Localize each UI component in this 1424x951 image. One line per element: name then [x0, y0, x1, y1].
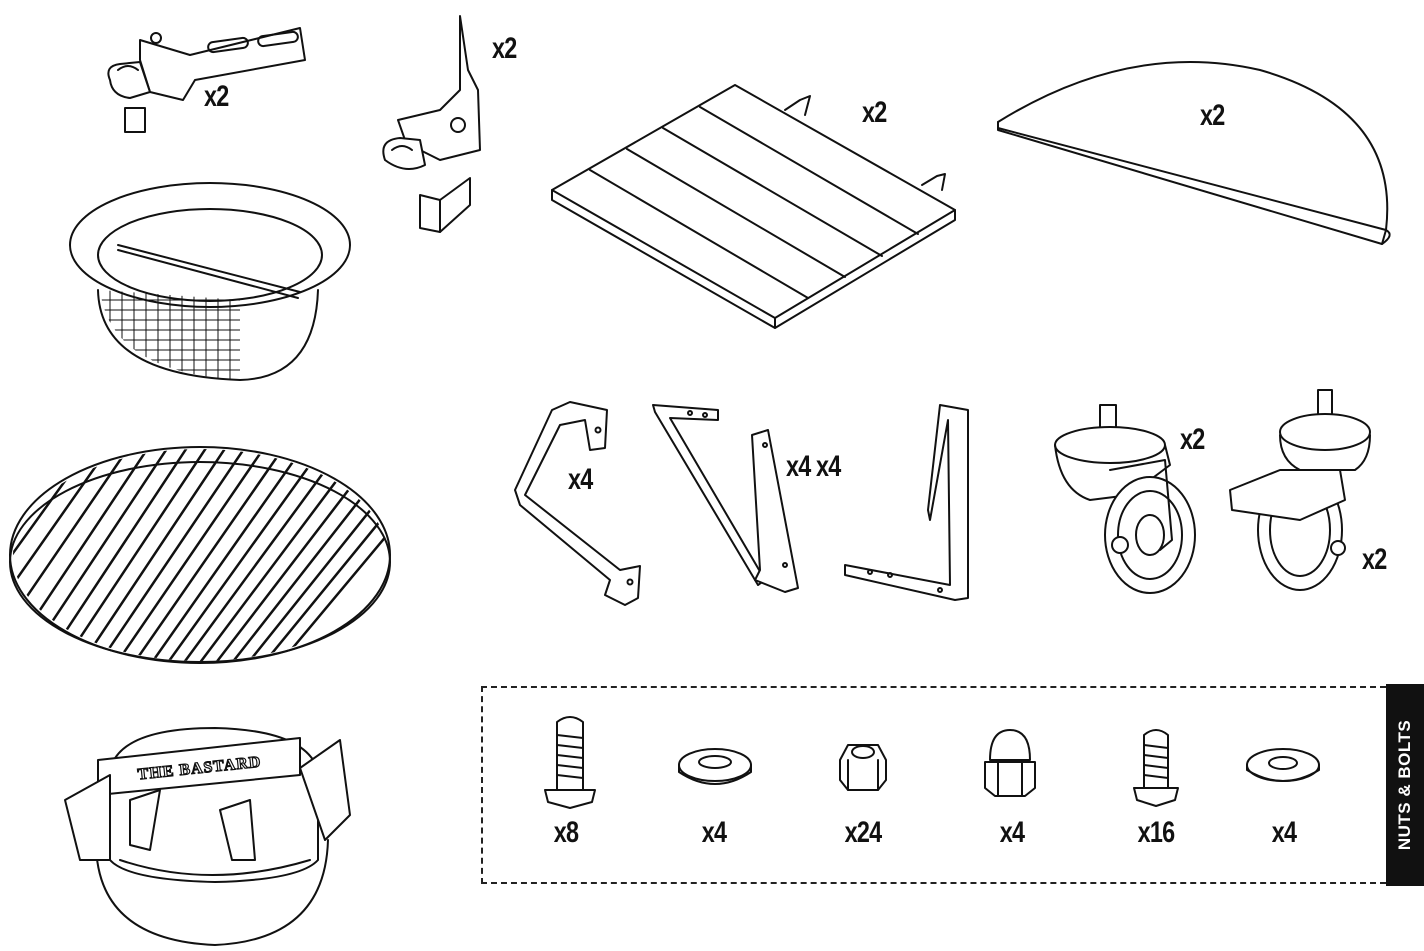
bastard-emblem-icon	[65, 728, 350, 945]
slat-table-qty: x2	[862, 96, 887, 129]
caster-icon	[1055, 405, 1195, 593]
hex-nut-icon	[840, 745, 886, 790]
hardware-qty-long-bolt: x8	[553, 816, 579, 849]
fire-basket-icon	[70, 183, 350, 380]
leg-strut-b-icon	[752, 430, 798, 592]
slat-table-icon	[552, 85, 955, 328]
l-bracket-icon	[845, 405, 968, 600]
caster-brake-icon	[1230, 390, 1370, 590]
cap-nut-icon	[985, 730, 1035, 796]
leg-brace-qty: x4	[568, 463, 593, 496]
split-washer-icon	[679, 749, 751, 784]
leg-strut-a-icon	[653, 405, 765, 585]
bracket-left-qty: x2	[204, 80, 229, 113]
bracket-tall-qty: x2	[492, 32, 517, 65]
half-shelf-icon	[998, 62, 1390, 244]
hardware-qty-split-washer: x4	[701, 816, 727, 849]
short-bolt-icon	[1134, 730, 1178, 806]
nuts-bolts-tab: NUTS & BOLTS	[1386, 684, 1424, 886]
leg-strut-a-qty: x4	[786, 450, 811, 483]
hardware-qty-cap-nut: x4	[999, 816, 1025, 849]
side-bracket-icon	[108, 28, 305, 132]
hardware-qty-flat-washer: x4	[1271, 816, 1297, 849]
tall-bracket-icon	[383, 16, 480, 232]
leg-strut-b-qty: x4	[816, 450, 841, 483]
hardware-qty-short-bolt: x16	[1137, 816, 1175, 849]
caster-brake-qty: x2	[1362, 543, 1387, 576]
flat-washer-icon	[1247, 749, 1319, 781]
long-bolt-icon	[545, 717, 595, 808]
nuts-bolts-label: NUTS & BOLTS	[1395, 719, 1414, 851]
leg-brace-icon	[515, 402, 640, 605]
cooking-grate-icon	[0, 422, 448, 668]
caster-qty: x2	[1180, 423, 1205, 456]
half-shelf-qty: x2	[1200, 99, 1225, 132]
hardware-box	[481, 686, 1386, 884]
hardware-qty-hex-nut: x24	[844, 816, 882, 849]
